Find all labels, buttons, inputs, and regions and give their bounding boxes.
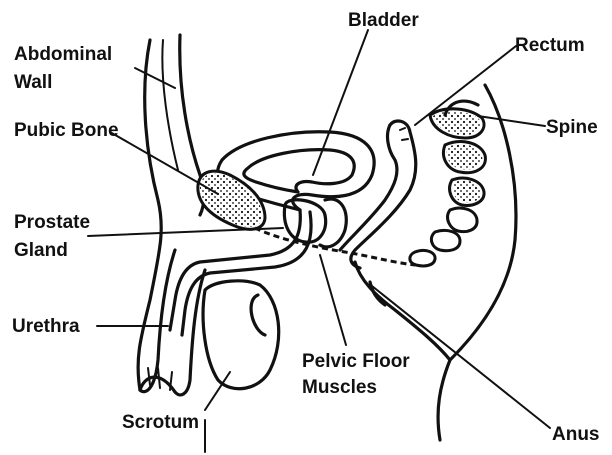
label-anus: Anus (552, 424, 600, 445)
pubic-bone-shape (198, 171, 265, 229)
scrotum-shape (203, 281, 279, 389)
label-bladder: Bladder (348, 10, 419, 31)
label-pubic-bone: Pubic Bone (14, 120, 119, 141)
label-rectum: Rectum (515, 35, 585, 56)
label-spine: Spine (546, 117, 598, 138)
label-prostate-2: Gland (14, 240, 68, 261)
label-pelvic-floor-2: Muscles (302, 377, 377, 398)
label-pelvic-floor-1: Pelvic Floor (302, 351, 410, 372)
pelvic-floor-line (255, 228, 415, 265)
label-urethra: Urethra (12, 316, 80, 337)
spine-shape (410, 85, 516, 360)
label-abdominal-wall-1: Abdominal (14, 44, 112, 65)
label-prostate-1: Prostate (14, 212, 90, 233)
label-scrotum: Scrotum (122, 412, 199, 433)
label-abdominal-wall-2: Wall (14, 72, 52, 93)
